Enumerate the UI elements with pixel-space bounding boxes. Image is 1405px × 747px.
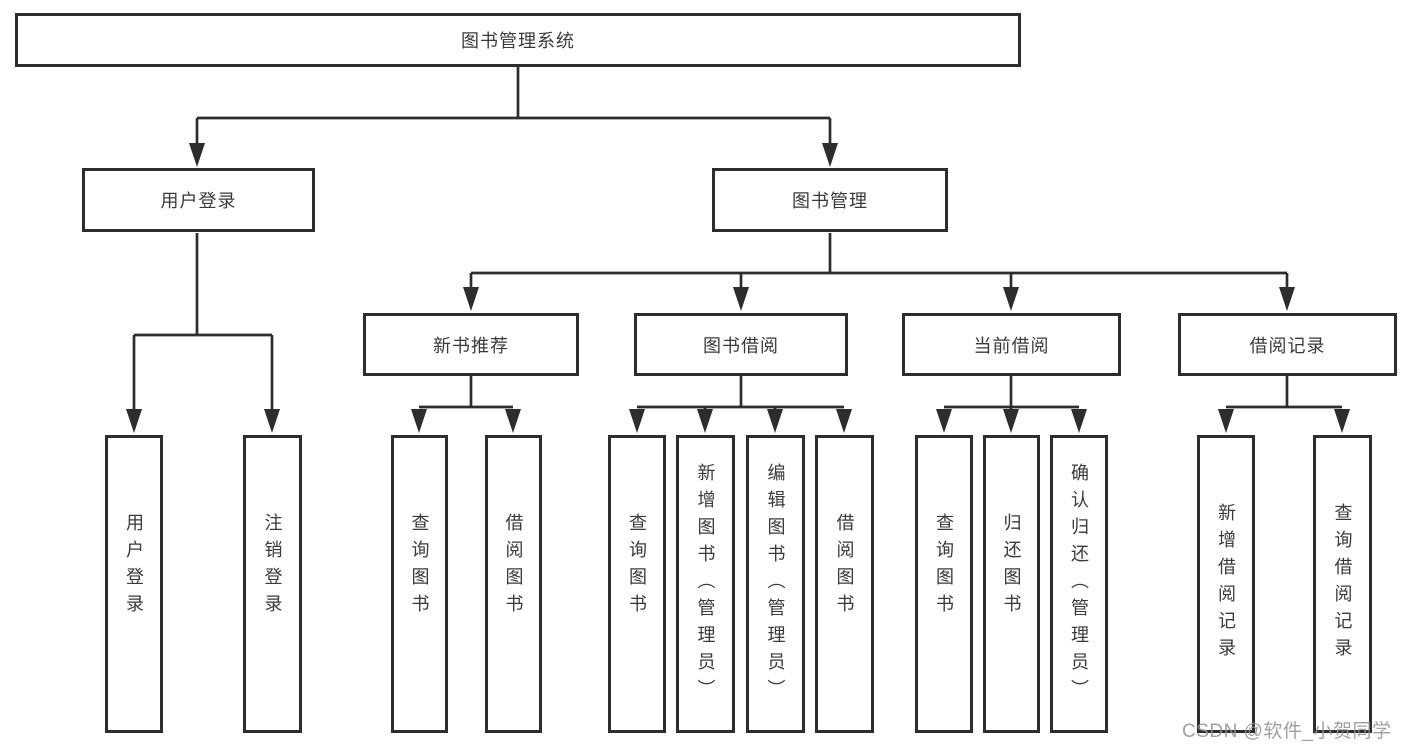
leaf-query-book: 查询图书 <box>915 435 973 733</box>
arrowheads <box>126 143 1350 433</box>
csdn-watermark: CSDN @软件_小贺同学 <box>1182 721 1392 742</box>
node-borrowing-records: 借阅记录 <box>1178 313 1397 376</box>
node-user-login: 用户登录 <box>82 168 315 232</box>
leaf-edit-book-admin: 编辑图书（管理员） <box>746 435 805 733</box>
leaf-query-borrow-record: 查询借阅记录 <box>1313 435 1372 733</box>
leaf-borrow-book: 借阅图书 <box>815 435 874 733</box>
node-book-management: 图书管理 <box>712 168 948 232</box>
node-new-book-recommend: 新书推荐 <box>363 313 579 376</box>
leaf-return-book: 归还图书 <box>983 435 1040 733</box>
leaf-borrow-book: 借阅图书 <box>485 435 542 733</box>
leaf-add-borrow-record: 新增借阅记录 <box>1197 435 1255 733</box>
leaf-confirm-return-admin: 确认归还（管理员） <box>1050 435 1108 733</box>
leaf-add-book-admin: 新增图书（管理员） <box>676 435 735 733</box>
node-current-borrowing: 当前借阅 <box>902 313 1121 376</box>
node-book-borrowing: 图书借阅 <box>634 313 848 376</box>
leaf-logout: 注销登录 <box>243 435 302 733</box>
leaf-query-book: 查询图书 <box>608 435 666 733</box>
leaf-user-login: 用户登录 <box>105 435 163 733</box>
node-system-root: 图书管理系统 <box>15 13 1021 67</box>
leaf-query-book: 查询图书 <box>391 435 448 733</box>
